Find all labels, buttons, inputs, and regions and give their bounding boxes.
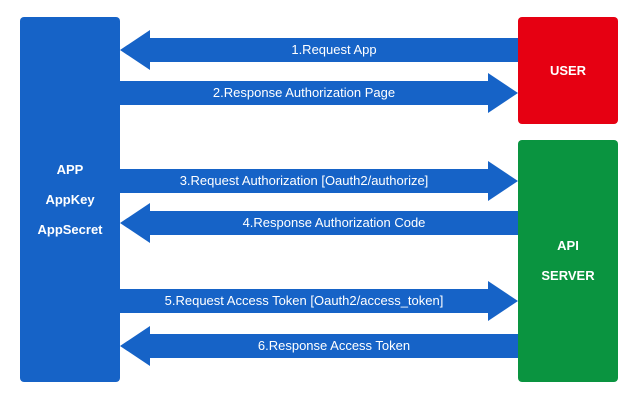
- arrow-label-3: 3.Request Authorization [Oauth2/authoriz…: [179, 173, 429, 188]
- arrow-label-6: 6.Response Access Token: [257, 338, 411, 353]
- arrow-2-response-authorization-page: [120, 73, 518, 113]
- arrow-label-4: 4.Response Authorization Code: [242, 215, 426, 230]
- arrow-label-1: 1.Request App: [291, 42, 377, 57]
- arrow-4-response-authorization-code: [120, 203, 518, 243]
- api-server-box: API SERVER: [518, 140, 618, 382]
- server-label: SERVER: [541, 268, 595, 283]
- user-box: USER: [518, 17, 618, 124]
- app-title: APP: [56, 161, 84, 177]
- arrow-label-5: 5.Request Access Token [Oauth2/access_to…: [164, 293, 444, 308]
- arrow-5-request-access-token: [120, 281, 518, 321]
- arrow-label-2: 2.Response Authorization Page: [212, 85, 396, 100]
- arrow-3-request-authorization: [120, 161, 518, 201]
- app-secret-label: AppSecret: [37, 221, 103, 237]
- app-box: APP AppKey AppSecret: [20, 17, 120, 382]
- user-label: USER: [549, 62, 587, 78]
- api-label: API: [557, 238, 579, 253]
- arrow-6-response-access-token: [120, 326, 518, 366]
- arrow-1-request-app: [120, 30, 518, 70]
- app-key-label: AppKey: [45, 191, 95, 207]
